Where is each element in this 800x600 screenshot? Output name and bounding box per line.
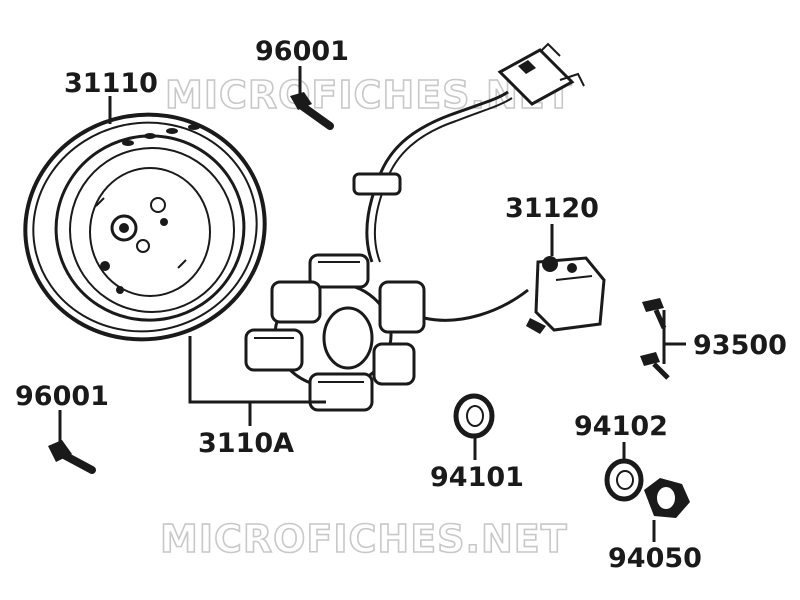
bolt-left-drawing[interactable] xyxy=(48,440,96,474)
part-label-94050: 94050 xyxy=(608,543,702,574)
washer-94102-drawing[interactable] xyxy=(604,458,644,502)
part-label-94101: 94101 xyxy=(430,462,524,493)
part-label-31110: 31110 xyxy=(64,68,158,99)
part-label-93500: 93500 xyxy=(693,330,787,361)
nut-94050-drawing[interactable] xyxy=(644,478,690,518)
part-label-96001-left: 96001 xyxy=(15,381,109,412)
part-label-94102: 94102 xyxy=(574,411,668,442)
wiring-harness-drawing xyxy=(352,42,585,322)
part-label-3110A: 3110A xyxy=(198,428,294,459)
bolt-top-drawing[interactable] xyxy=(290,92,334,130)
watermark-bottom: MICROFICHES.NET xyxy=(160,517,568,561)
flywheel-drawing[interactable] xyxy=(4,92,285,361)
stator-drawing[interactable] xyxy=(244,253,426,412)
part-label-96001-top: 96001 xyxy=(255,36,349,67)
pulser-coil-drawing[interactable] xyxy=(526,256,606,334)
leader-lines xyxy=(58,66,686,542)
part-label-31120: 31120 xyxy=(505,193,599,224)
washer-94101-drawing[interactable] xyxy=(453,393,495,439)
